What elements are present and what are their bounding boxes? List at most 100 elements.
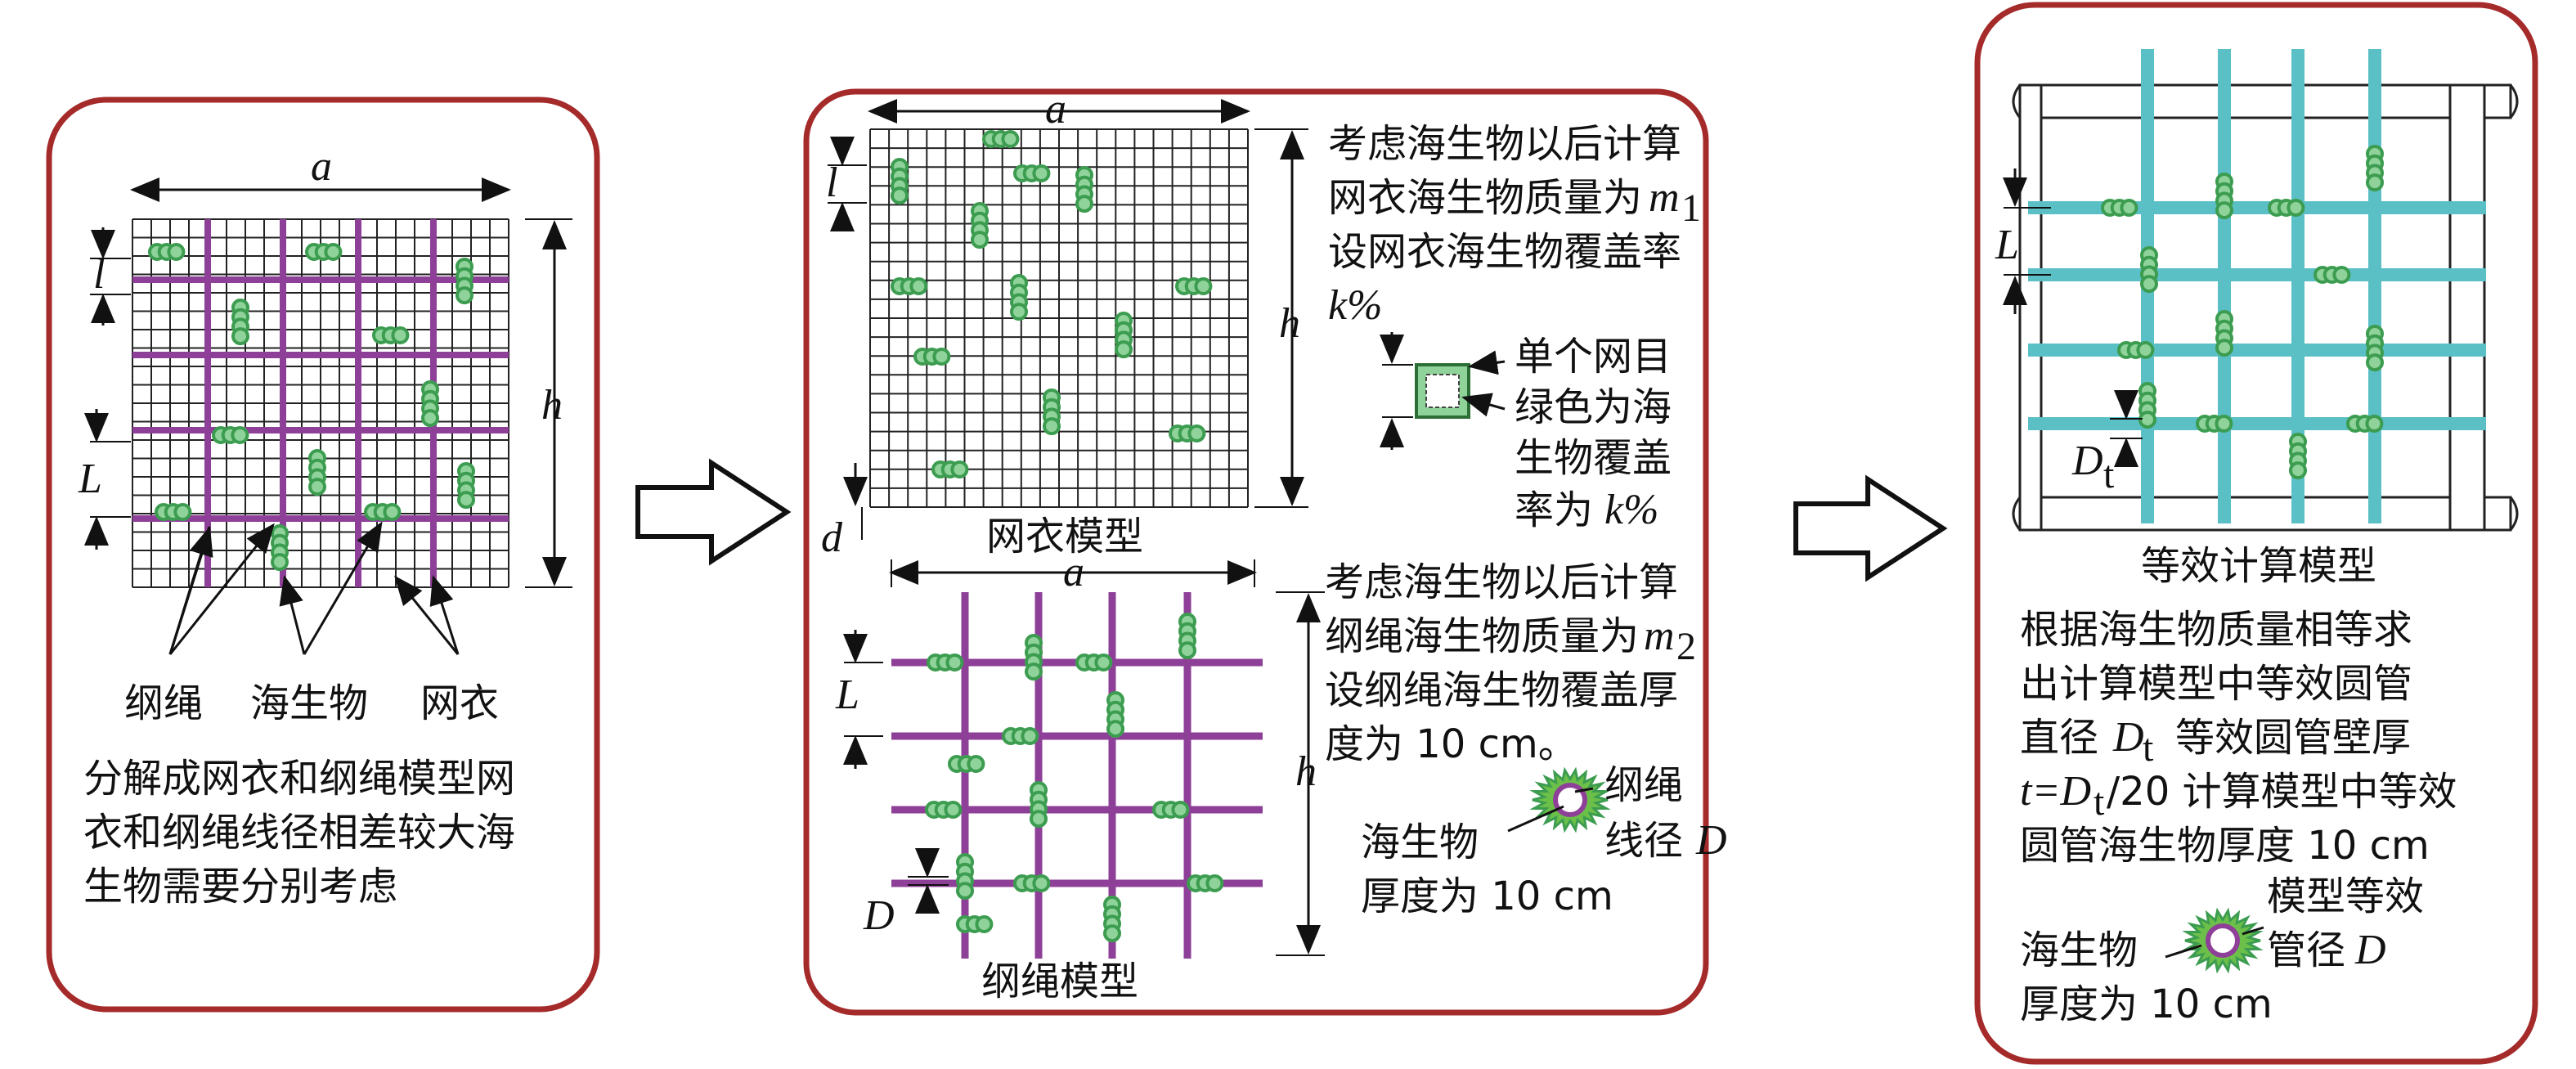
fouling-ring (2289, 461, 2307, 480)
rope-dim-h: h (1295, 748, 1317, 795)
label-fouling: 海生物 (250, 680, 368, 726)
rope-dim-L: L (835, 671, 859, 718)
panel-3-text-line-4-sub: t (2094, 780, 2105, 824)
net-text-m1: m (1649, 174, 1680, 221)
fouling-ring (932, 348, 951, 366)
fouling-ring (1010, 303, 1028, 321)
fouling-ring (1178, 641, 1196, 660)
fouling-ring (391, 326, 410, 344)
fouling-ring (231, 426, 249, 444)
panel-3-dim-L: L (1995, 222, 2019, 268)
panel-1-dim-h: h (541, 382, 563, 429)
rope-text-line-3: 设纲绳海生物覆盖厚 (1325, 667, 1678, 713)
fouling-ring (457, 491, 475, 510)
rope-text-line-2: 纲绳海生物质量为 (1325, 613, 1639, 659)
fouling-ring (909, 277, 928, 295)
panel-2-dim-h: h (1279, 300, 1300, 347)
fouling-ring (2120, 199, 2138, 217)
fouling-ring (967, 755, 985, 773)
rope-cs-label-D: D (1695, 817, 1727, 864)
label-net: 网衣 (420, 680, 499, 726)
fouling-ring (2365, 415, 2384, 433)
mesh-text-line-4: 率为 (1515, 487, 1593, 533)
rope-dim-D: D (863, 892, 895, 939)
panel-1-dim-l: l (93, 251, 105, 298)
fouling-ring (2366, 353, 2384, 372)
panel-2-rope-fouling (925, 613, 1224, 943)
mesh-text-line-2: 绿色为海 (1515, 384, 1672, 430)
net-text-line-3: 设网衣海生物覆盖率 (1328, 229, 1681, 275)
fouling-ring (1205, 874, 1224, 892)
fouling-ring (1030, 810, 1048, 829)
fouling-ring (2215, 339, 2233, 357)
fouling-ring (2215, 415, 2233, 433)
fouling-ring (2138, 411, 2156, 429)
rope-text-line-4: 度为 10 cm。 (1325, 721, 1577, 767)
pipe-cs-label-2: 管径 (2267, 928, 2345, 973)
fouling-ring (231, 327, 249, 346)
fouling-ring (271, 553, 289, 572)
fouling-ring (2332, 266, 2351, 284)
fouling-ring (1115, 340, 1133, 359)
panel-1-caption-line-3: 生物需要分别考虑 (83, 864, 397, 910)
panel-2-ropes (891, 592, 1263, 959)
fouling-ring (944, 801, 963, 819)
fouling-ring (1001, 130, 1020, 148)
rope-cs-fouling-1: 海生物 (1361, 820, 1479, 865)
pipe-cs-fouling-1: 海生物 (2020, 928, 2138, 973)
panel-2-dim-a: a (1045, 86, 1066, 133)
panel-3-text-line-3b: 等效圆管壁厚 (2175, 715, 2411, 761)
flow-arrow-2 (1793, 474, 1948, 582)
panel-1-frame (46, 97, 600, 1013)
fouling-ring (173, 503, 192, 521)
fouling-ring (2140, 275, 2158, 294)
fouling-ring (1194, 277, 1213, 295)
panel-1-dim-a: a (311, 143, 332, 190)
fouling-ring (1187, 424, 1206, 442)
net-text-line-1: 考虑海生物以后计算 (1328, 121, 1681, 167)
rope-model-title: 纲绳模型 (981, 959, 1138, 1004)
fouling-ring (1106, 720, 1124, 739)
fouling-ring (1171, 801, 1190, 819)
fouling-ring (2136, 341, 2155, 359)
panel-3-dim-Dt: D (2071, 438, 2103, 484)
fouling-ring (2287, 199, 2305, 217)
net-text-line-2: 网衣海生物质量为 (1328, 175, 1642, 221)
fouling-ring (1025, 663, 1043, 681)
fouling-ring (1094, 654, 1113, 671)
rope-cs-label-1: 纲绳 (1604, 762, 1683, 808)
mesh-text-k: k% (1604, 487, 1658, 533)
rope-dim-a: a (1063, 549, 1084, 595)
fouling-ring (975, 915, 994, 933)
panel-3-text-Dt-sub: t (2143, 726, 2154, 770)
fouling-ring (891, 186, 909, 205)
rope-text-m2: m (1644, 613, 1675, 659)
panel-1-fouling (148, 243, 475, 572)
pipe-cs-fouling-2: 厚度为 10 cm (2020, 981, 2273, 1027)
fouling-ring (383, 503, 402, 521)
panel-3-text-Dt: D (2112, 714, 2144, 761)
panel-3-text-line-3a: 直径 (2020, 715, 2098, 761)
rope-cross-section-icon (1529, 766, 1611, 833)
panel-3-dim-Dt-sub: t (2103, 453, 2115, 496)
equivalent-model-title: 等效计算模型 (2141, 543, 2376, 589)
net-model-title: 网衣模型 (986, 514, 1143, 559)
panel-1-ropes (132, 219, 509, 587)
mesh-text-line-1: 单个网目 (1515, 334, 1672, 380)
panel-1-caption-line-2: 衣和纲绳线径相差较大海 (83, 810, 515, 856)
panel-3-text-line-2: 出计算模型中等效圆管 (2020, 661, 2412, 707)
panel-1-net-grid (132, 218, 509, 588)
rope-cs-fouling-2: 厚度为 10 cm (1361, 874, 1613, 919)
panel-3-frame-tubes (2012, 83, 2519, 532)
panel-1-caption-line-1: 分解成网衣和纲绳模型网 (83, 756, 515, 802)
fouling-ring (456, 286, 473, 305)
fouling-ring (1103, 924, 1121, 943)
rope-text-line-1: 考虑海生物以后计算 (1325, 559, 1678, 605)
rope-text-m2-sub: 2 (1676, 625, 1696, 668)
fouling-ring (2366, 173, 2384, 192)
fouling-ring (1021, 727, 1039, 745)
pipe-cs-label-D: D (2354, 927, 2386, 973)
fouling-ring (950, 460, 969, 478)
fouling-ring (167, 243, 186, 261)
